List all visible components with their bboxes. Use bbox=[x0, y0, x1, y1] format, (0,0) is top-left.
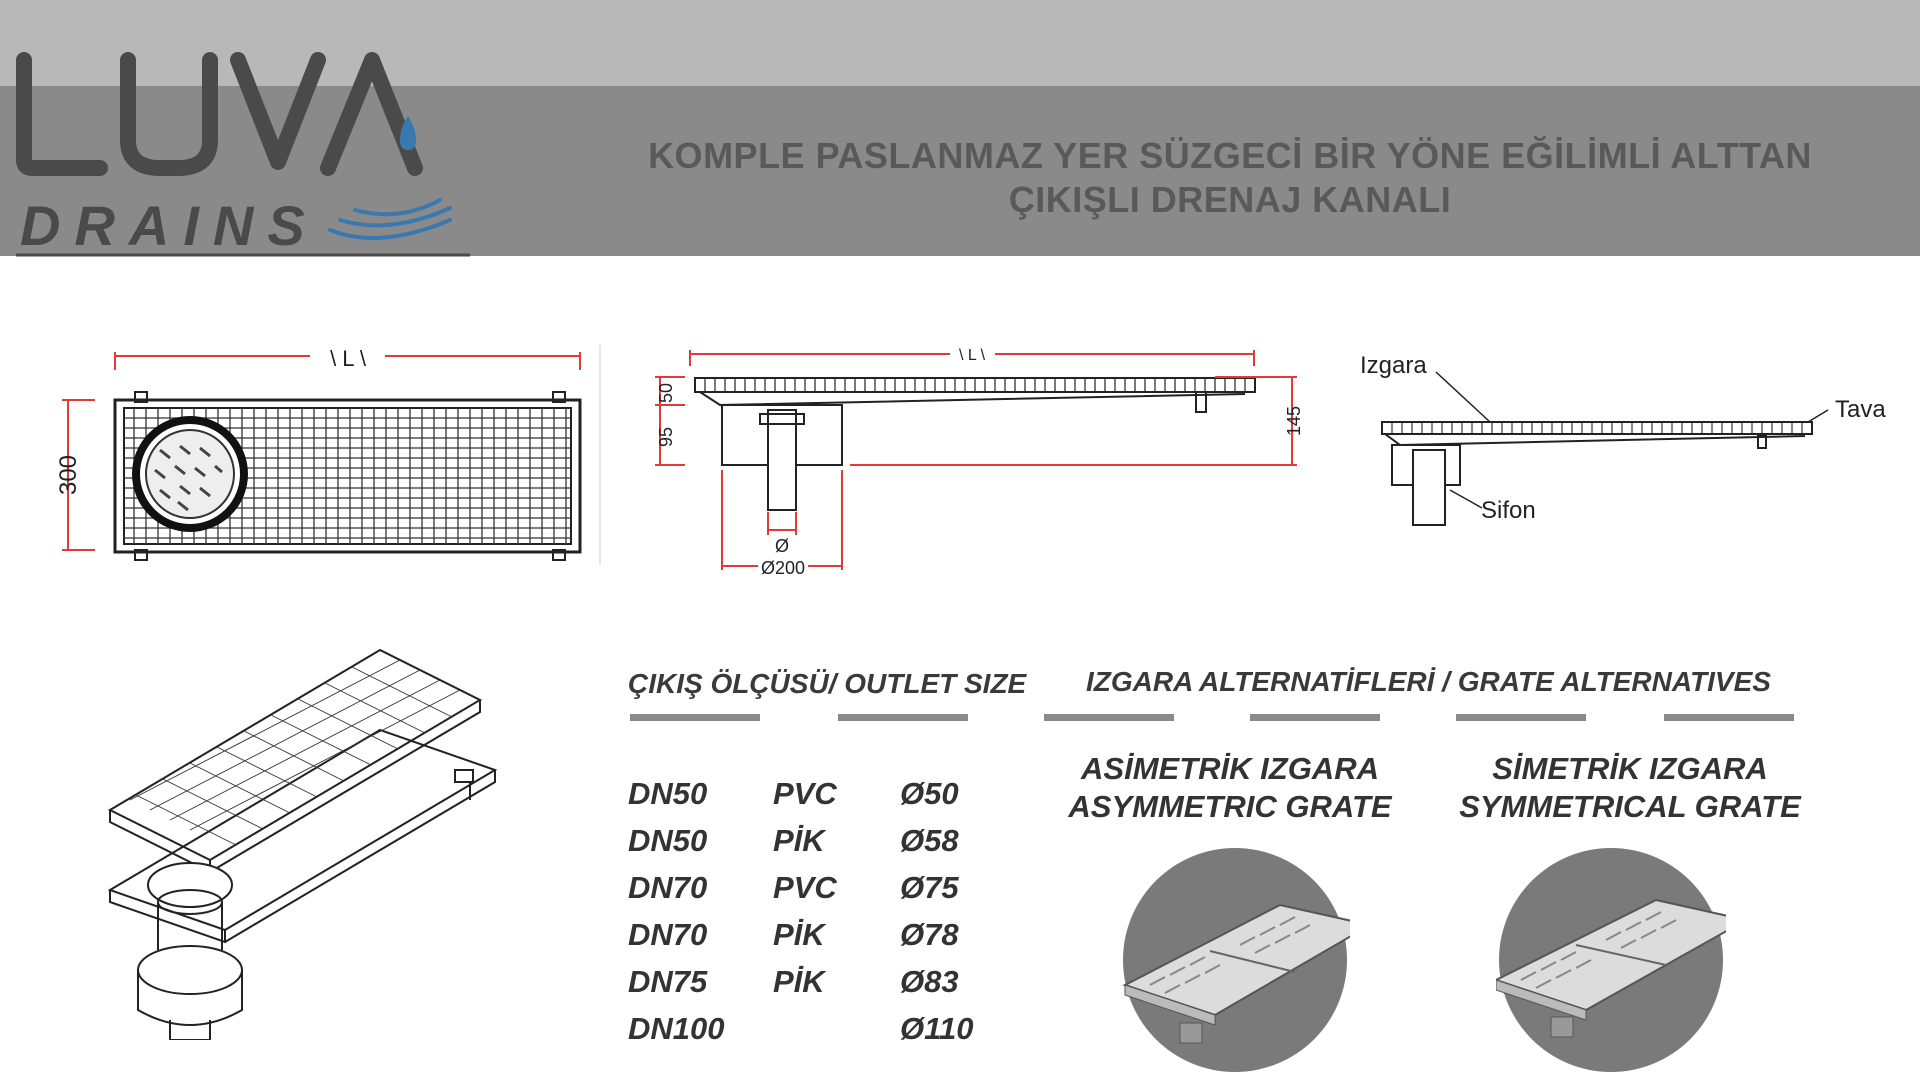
table-row: DN100 Ø110 bbox=[628, 1011, 1008, 1058]
plan-width-label: 300 bbox=[55, 455, 82, 495]
symmetric-grate-title: SİMETRİK IZGARA SYMMETRICAL GRATE bbox=[1440, 750, 1820, 826]
diameter-cell: Ø50 bbox=[900, 776, 959, 811]
dim-145-label: 145 bbox=[1284, 406, 1304, 436]
plan-view-drawing: \ L \ 300 bbox=[55, 345, 601, 565]
dn-cell: DN70 bbox=[628, 870, 708, 905]
divider-bar bbox=[1664, 714, 1794, 721]
diameter-cell: Ø58 bbox=[900, 823, 959, 858]
wave-icon bbox=[328, 198, 452, 240]
outlet-size-table: DN50 PVC Ø50 DN50 PİK Ø58 DN70 PVC Ø75 D… bbox=[628, 776, 1008, 1058]
isometric-drain-drawing bbox=[107, 648, 498, 1040]
section-length-label: \ L \ bbox=[959, 347, 986, 364]
table-row: DN50 PVC Ø50 bbox=[628, 776, 1008, 823]
table-row: DN75 PİK Ø83 bbox=[628, 964, 1008, 1011]
dn-cell: DN100 bbox=[628, 1011, 725, 1046]
logo-sub-text: DRAINS bbox=[20, 194, 319, 257]
material-cell: PİK bbox=[773, 964, 825, 999]
material-cell: PİK bbox=[773, 823, 825, 858]
asymmetric-grate-image bbox=[1122, 848, 1350, 1072]
dim-200-label: Ø200 bbox=[761, 558, 805, 578]
material-cell: PVC bbox=[773, 776, 837, 811]
dn-cell: DN75 bbox=[628, 964, 708, 999]
technical-drawings: \ L \ 300 bbox=[55, 345, 1886, 578]
plan-length-label: \ L \ bbox=[330, 346, 367, 371]
symmetric-grate-image bbox=[1496, 848, 1726, 1072]
header-band bbox=[0, 86, 1920, 256]
outlet-size-heading: ÇIKIŞ ÖLÇÜSÜ/ OUTLET SIZE bbox=[628, 668, 1027, 699]
dn-cell: DN50 bbox=[628, 823, 708, 858]
luva-drains-logo: DRAINS bbox=[16, 52, 470, 257]
diameter-cell: Ø75 bbox=[900, 870, 959, 905]
table-row: DN50 PİK Ø58 bbox=[628, 823, 1008, 870]
symmetric-grate-title-tr: SİMETRİK IZGARA bbox=[1492, 751, 1768, 786]
section-view-drawing: \ L \ bbox=[655, 347, 1304, 578]
title-line-2: ÇIKIŞLI DRENAJ KANALI bbox=[1008, 179, 1452, 220]
material-cell: PVC bbox=[773, 870, 837, 905]
divider-bar bbox=[630, 714, 760, 721]
dim-phi-label: Ø bbox=[775, 536, 789, 556]
diameter-cell: Ø78 bbox=[900, 917, 959, 952]
asymmetric-grate-title: ASİMETRİK IZGARA ASYMMETRIC GRATE bbox=[1040, 750, 1420, 826]
asymmetric-grate-title-en: ASYMMETRIC GRATE bbox=[1068, 789, 1392, 824]
grate-alternatives-heading: IZGARA ALTERNATİFLERİ / GRATE ALTERNATIV… bbox=[1086, 666, 1771, 697]
dim-95-label: 95 bbox=[656, 427, 676, 447]
diameter-cell: Ø83 bbox=[900, 964, 959, 999]
page-title: KOMPLE PASLANMAZ YER SÜZGECİ BİR YÖNE EĞ… bbox=[560, 134, 1900, 222]
sifon-label: Sifon bbox=[1481, 497, 1536, 524]
dim-50-label: 50 bbox=[656, 383, 676, 403]
divider-bar bbox=[838, 714, 968, 721]
parts-view-drawing: Izgara Tava Sifon bbox=[1360, 352, 1886, 526]
asymmetric-grate-title-tr: ASİMETRİK IZGARA bbox=[1081, 751, 1379, 786]
symmetric-grate-title-en: SYMMETRICAL GRATE bbox=[1459, 789, 1801, 824]
material-cell: PİK bbox=[773, 917, 825, 952]
table-row: DN70 PİK Ø78 bbox=[628, 917, 1008, 964]
divider-bar bbox=[1456, 714, 1586, 721]
diameter-cell: Ø110 bbox=[900, 1011, 974, 1046]
divider-bar bbox=[1044, 714, 1174, 721]
table-row: DN70 PVC Ø75 bbox=[628, 870, 1008, 917]
title-line-1: KOMPLE PASLANMAZ YER SÜZGECİ BİR YÖNE EĞ… bbox=[648, 135, 1812, 176]
dn-cell: DN70 bbox=[628, 917, 708, 952]
izgara-label: Izgara bbox=[1360, 352, 1427, 379]
tava-label: Tava bbox=[1835, 396, 1886, 423]
divider-bar bbox=[1250, 714, 1380, 721]
water-drop-icon bbox=[400, 116, 416, 150]
dn-cell: DN50 bbox=[628, 776, 708, 811]
